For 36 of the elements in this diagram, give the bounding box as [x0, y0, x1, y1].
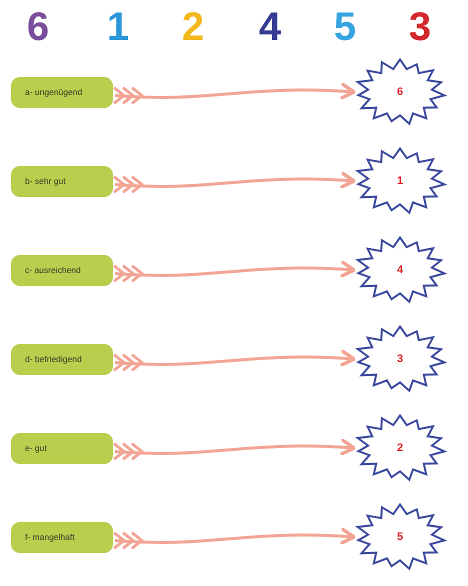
grade-text: a- ungenügend — [25, 88, 82, 97]
arrow — [114, 82, 356, 104]
header-number: 6 — [26, 6, 50, 48]
grade-text: d- befriedigend — [25, 355, 82, 364]
arrow — [114, 350, 356, 371]
number-text: 3 — [396, 354, 404, 364]
grade-pill — [11, 433, 113, 464]
number-text: 4 — [396, 264, 404, 276]
grade-text: b- sehr gut — [25, 177, 66, 186]
number-text: 6 — [396, 86, 404, 98]
arrow — [114, 528, 356, 549]
arrow — [114, 260, 356, 282]
number-text: 1 — [396, 176, 404, 186]
header-number: 1 — [106, 6, 130, 48]
starburst — [353, 57, 447, 127]
arrow — [114, 172, 356, 193]
grade-text: e- gut — [25, 444, 47, 453]
starburst — [353, 502, 447, 572]
header-number: 5 — [332, 6, 358, 48]
header-number: 4 — [258, 6, 282, 48]
header-number: 3 — [408, 6, 432, 48]
starburst — [353, 235, 447, 305]
grade-pill — [11, 522, 113, 553]
arrow — [114, 438, 356, 460]
starburst — [353, 146, 447, 216]
starburst — [353, 324, 447, 394]
grade-text: c- ausreichend — [25, 266, 81, 275]
header-number: 2 — [180, 6, 206, 48]
number-text: 5 — [396, 532, 404, 542]
grade-pill — [11, 344, 113, 375]
grade-text: f- mangelhaft — [25, 533, 75, 542]
number-text: 2 — [396, 442, 404, 454]
grade-pill — [11, 166, 113, 197]
grade-pill — [11, 255, 113, 286]
starburst — [353, 413, 447, 483]
grade-pill — [11, 77, 113, 108]
